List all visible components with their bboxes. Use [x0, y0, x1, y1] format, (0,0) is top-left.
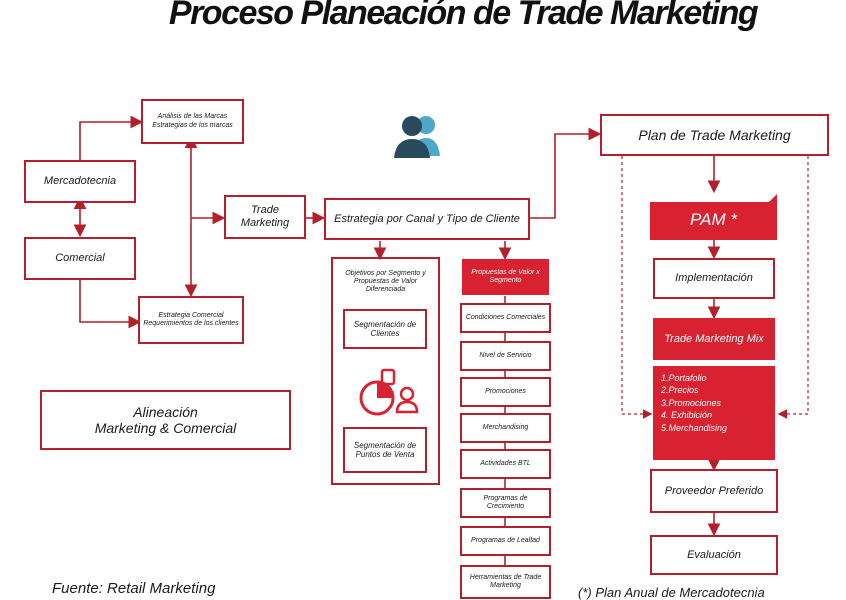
alineacion-line1: Alineación [133, 403, 198, 420]
stack-item: Programas de Crecimiento [460, 488, 551, 518]
estrategia-comercial-box: Estrategia Comercial Requerimientos de l… [138, 296, 244, 344]
stack-item: Actividades BTL [460, 449, 551, 479]
stack-item: Merchandising [460, 413, 551, 443]
plan-trade-marketing-box: Plan de Trade Marketing [600, 114, 829, 156]
comercial-box: Comercial [24, 237, 136, 280]
propuesta-valor-box: Propuestas de Valor x Segmento [462, 259, 549, 295]
trade-marketing-mix-box: Trade Marketing Mix [653, 318, 775, 360]
mix-item: 5.Merchandising [661, 422, 728, 433]
alineacion-box: Alineación Marketing & Comercial [40, 390, 291, 450]
implementacion-box: Implementación [653, 258, 775, 299]
evaluacion-box: Evaluación [650, 535, 778, 575]
alineacion-line2: Marketing & Comercial [94, 420, 237, 436]
pam-footnote: (*) Plan Anual de Mercadotecnia [578, 585, 765, 600]
pam-shape [650, 194, 777, 240]
stack-item: Condiciones Comerciales [460, 303, 551, 333]
proveedor-preferido-box: Proveedor Preferido [650, 469, 778, 513]
mix-item: 1.Portafolio [661, 373, 707, 383]
objetivos-panel [331, 257, 440, 485]
stack-item: Promociones [460, 377, 551, 407]
stack-item: Programas de Lealtad [460, 526, 551, 556]
segmentacion-clientes-box: Segmentación de Clientes [343, 309, 427, 349]
mix-item: 4. Exhibición [661, 410, 713, 421]
analisis-marcas-box: Análisis de las Marcas Estrategias de lo… [141, 99, 244, 144]
mix-items-list: 1.Portafolio 2.Precios 3.Promociones 4. … [653, 366, 775, 460]
estrategia-canal-box: Estrategia por Canal y Tipo de Cliente [324, 198, 530, 240]
page-title: Proceso Planeación de Trade Marketing [168, 0, 759, 32]
segmentacion-puntos-box: Segmentación de Puntos de Venta [343, 427, 427, 473]
mercadotecnia-box: Mercadotecnia [24, 160, 136, 203]
objetivos-text: Objetivos por Segmento y Propuestas de V… [336, 262, 435, 302]
target-icon [359, 368, 419, 416]
fuente-note: Fuente: Retail Marketing [52, 580, 216, 597]
people-icon [394, 116, 440, 158]
trade-marketing-box: Trade Marketing [224, 195, 306, 239]
pam-label: PAM * [690, 210, 737, 230]
mix-item: 2.Precios [661, 385, 699, 396]
mix-item: 3.Promociones [661, 397, 722, 408]
stack-item: Nivel de Servicio [460, 341, 551, 371]
stack-item: Herramientas de Trade Marketing [460, 565, 551, 599]
